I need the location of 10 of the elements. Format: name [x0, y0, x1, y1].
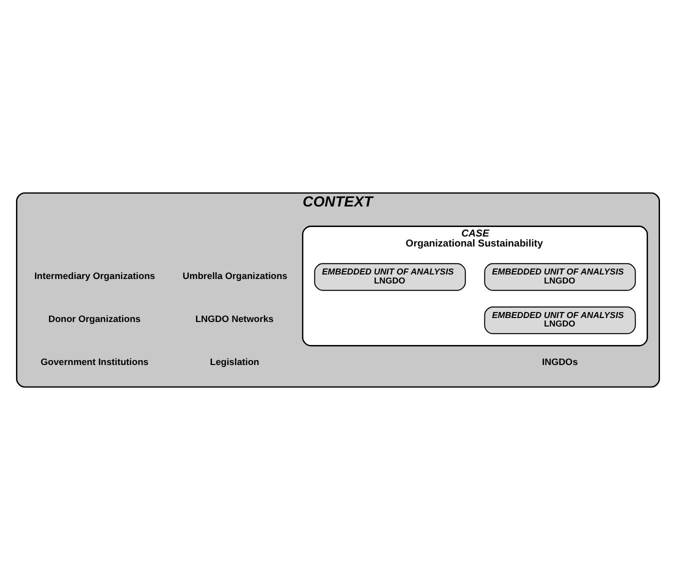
label: Legislation	[210, 356, 260, 367]
label: Intermediary Organizations	[34, 270, 156, 281]
label: LNGDO Networks	[195, 314, 274, 324]
node-box: EMBEDDED UNIT OF ANALYSIS LNGDO	[314, 263, 466, 291]
node-box: EMBEDDED UNIT OF ANALYSIS LNGDO	[484, 263, 636, 291]
label: Donor Organizations	[48, 314, 141, 324]
label: Umbrella Organizations	[182, 270, 288, 281]
node-box: EMBEDDED UNIT OF ANALYSIS LNGDO	[484, 306, 636, 334]
label: INGDOs	[542, 356, 578, 367]
label: Government Institutions	[40, 356, 148, 367]
